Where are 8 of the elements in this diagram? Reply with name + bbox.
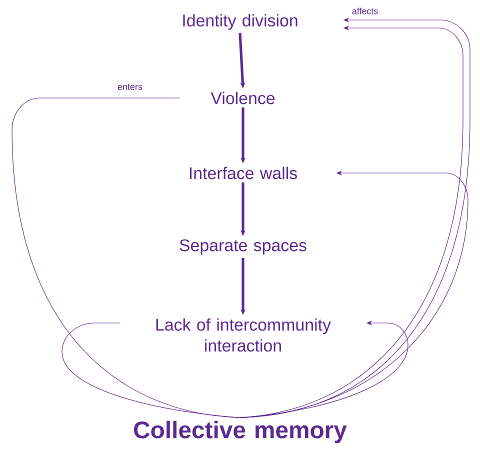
edge-label: affects xyxy=(350,6,380,16)
node-text: Violence xyxy=(210,92,275,104)
curved-title: Collective memory xyxy=(134,420,347,444)
edge-label: enters xyxy=(116,83,144,91)
node-text: Interface walls xyxy=(190,166,297,180)
node-text: Identity division xyxy=(183,14,298,30)
node-text: Separate spaces xyxy=(180,239,306,255)
node-text: Lack of intercommunity interaction xyxy=(156,318,331,352)
